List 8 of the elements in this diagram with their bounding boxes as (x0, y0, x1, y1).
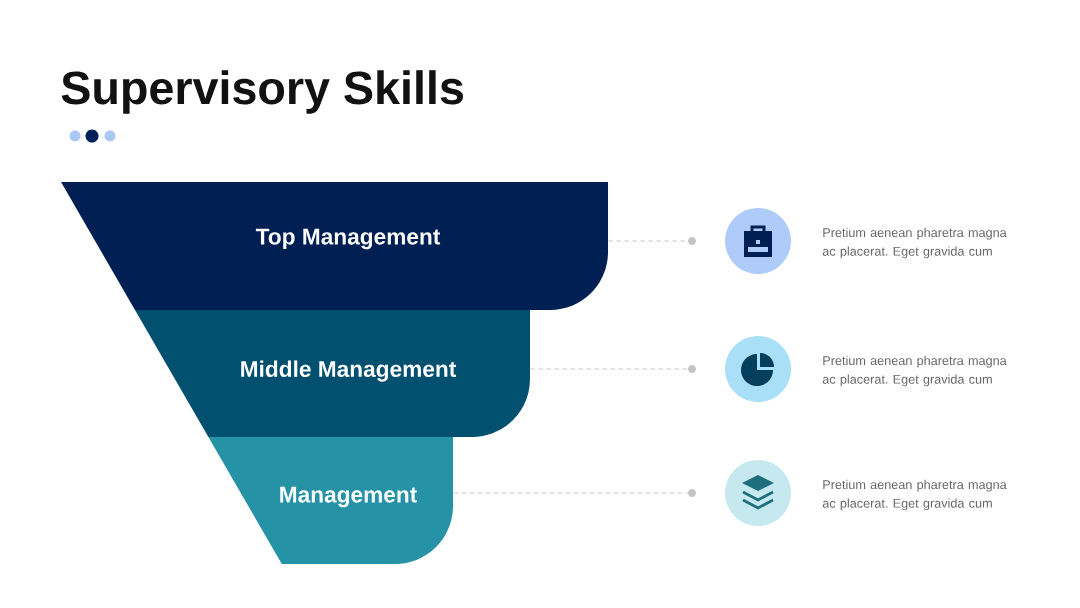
icon-circle (725, 460, 791, 526)
description-text: Pretium aenean pharetra magna ac placerat. Eget gravida cum (822, 479, 1007, 511)
funnel-band: Management (208, 437, 453, 564)
description-text: Pretium aenean pharetra magna ac placerat. Eget gravida cum (822, 355, 1007, 387)
funnel-band: Top Management (61, 182, 608, 310)
title: Supervisory Skills (61, 70, 463, 114)
description-text: Pretium aenean pharetra magna ac placerat. Eget gravida cum (822, 227, 1007, 259)
funnel-band: Middle Management (135, 310, 530, 437)
